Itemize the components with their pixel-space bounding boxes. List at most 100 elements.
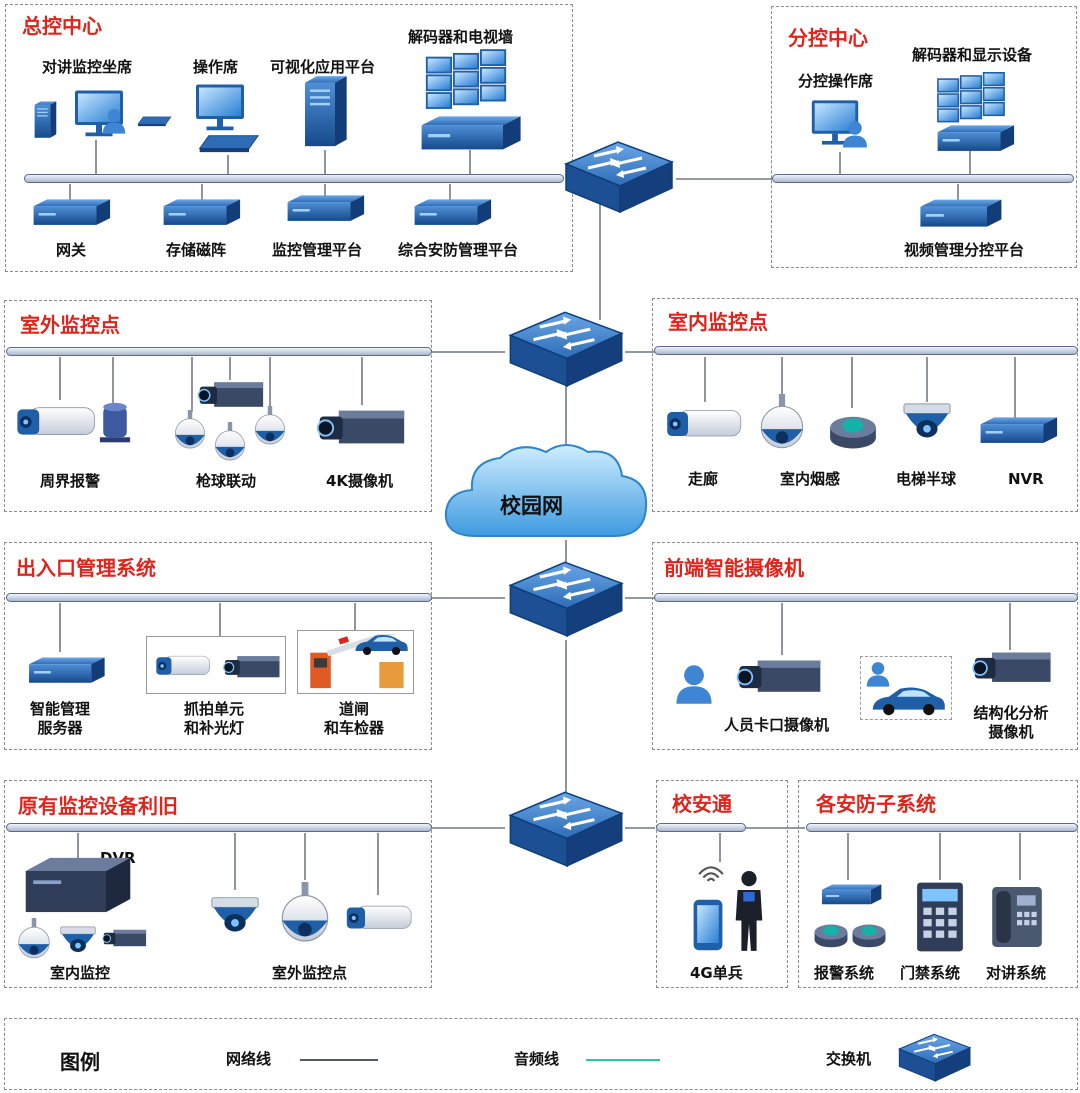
label-access: 门禁系统 — [900, 964, 961, 982]
campus-network-label: 校园网 — [500, 494, 563, 518]
label-person-cam: 人员卡口摄像机 — [724, 716, 830, 734]
label-elevator: 电梯半球 — [896, 470, 957, 488]
elevator-dome-icon — [898, 400, 956, 448]
indoor-bus — [654, 346, 1078, 355]
branch-control-title: 分控中心 — [788, 26, 868, 50]
label-nvr: NVR — [1008, 470, 1044, 488]
smart-camera-title: 前端智能摄像机 — [664, 556, 804, 580]
legend-switch-icon — [894, 1030, 974, 1084]
legacy-bus — [6, 823, 432, 832]
label-smoke: 室内烟感 — [780, 470, 841, 488]
label-indoor-monitor: 室内监控 — [50, 964, 111, 982]
decoder-icon — [414, 112, 526, 156]
switch-icon — [556, 136, 680, 216]
label-capture-unit: 抓拍单元 和补光灯 — [183, 700, 244, 737]
legend-switch-label: 交换机 — [826, 1050, 872, 1068]
label-monitor-platform: 监控管理平台 — [272, 241, 363, 259]
operator-monitor-icon — [188, 80, 252, 140]
4k-camera-icon — [312, 404, 408, 454]
entrance-bus — [6, 593, 432, 602]
keyboard-icon — [196, 132, 260, 154]
label-corridor: 走廊 — [688, 470, 719, 488]
label-decoder-display: 解码器和显示设备 — [912, 46, 1033, 64]
fill-light-camera-icon — [220, 650, 282, 686]
dome-camera-icon — [170, 410, 210, 454]
indoor-panel — [652, 298, 1078, 512]
label-storage: 存储磁阵 — [166, 241, 227, 259]
operator-person-icon — [100, 106, 128, 136]
label-alarm: 报警系统 — [814, 964, 875, 982]
campus-safe-panel — [656, 780, 788, 988]
video-wall-icon — [424, 48, 508, 112]
smart-camera-panel — [652, 542, 1078, 750]
legacy-dome-icon — [56, 924, 100, 960]
branch-decoder-icon — [930, 122, 1020, 156]
switch-icon — [500, 306, 630, 390]
branch-control-panel — [771, 6, 1077, 268]
perimeter-bullet-camera-icon — [14, 400, 98, 444]
label-intercom: 对讲系统 — [986, 964, 1047, 982]
legacy-panel — [4, 780, 432, 988]
scene-car-icon — [868, 684, 948, 716]
dome-camera-icon — [210, 422, 250, 466]
dome-camera-icon — [250, 406, 290, 450]
label-branch-operator: 分控操作席 — [798, 72, 874, 90]
label-gun-dome: 枪球联动 — [196, 472, 257, 490]
gateway-icon — [28, 196, 114, 230]
smart-bus — [654, 593, 1078, 602]
legend-network-label: 网络线 — [226, 1050, 272, 1068]
person-checkpoint-camera-icon — [732, 654, 824, 702]
label-mgmt-server: 智能管理 服务器 — [29, 700, 90, 737]
alarm-sensor-icon — [812, 918, 850, 950]
legend-title: 图例 — [60, 1050, 100, 1074]
legend-network-line — [300, 1059, 378, 1061]
legend-audio-line — [586, 1059, 660, 1061]
outdoor-title: 室外监控点 — [20, 313, 120, 337]
entrance-panel — [4, 542, 432, 750]
gate-car-icon — [352, 632, 410, 656]
alarm-sensor-icon — [850, 918, 888, 950]
microphone-icon — [136, 108, 172, 134]
branch-bus — [772, 174, 1074, 183]
label-operator-seat: 操作席 — [193, 58, 239, 76]
capture-camera-icon — [154, 646, 212, 686]
mobile-phone-icon — [690, 896, 726, 954]
switch-icon — [500, 786, 630, 870]
access-keypad-icon — [914, 880, 966, 954]
entrance-title: 出入口管理系统 — [16, 556, 156, 580]
outdoor-dome-icon — [206, 890, 264, 946]
label-gate: 道闸 和车检器 — [323, 700, 384, 737]
label-4k-camera: 4K摄像机 — [326, 472, 394, 490]
legend-audio-label: 音频线 — [514, 1050, 560, 1068]
outdoor-ptz-icon — [274, 882, 336, 950]
pc-tower-icon — [32, 100, 58, 140]
struct-analysis-camera-icon — [968, 646, 1054, 692]
perimeter-detector-icon — [98, 402, 132, 444]
storage-array-icon — [158, 196, 244, 230]
security-guard-icon — [730, 862, 768, 958]
label-security-platform: 综合安防管理平台 — [398, 241, 519, 259]
nvr-icon — [974, 414, 1062, 448]
label-gateway: 网关 — [56, 241, 87, 259]
label-4g-soldier: 4G单兵 — [690, 964, 743, 982]
outdoor-panel — [4, 300, 432, 512]
campus-safe-bus — [656, 823, 746, 832]
switch-icon — [500, 556, 630, 640]
dvr-icon — [22, 852, 134, 918]
branch-person-icon — [840, 118, 870, 150]
mgmt-server-icon — [24, 650, 108, 692]
legacy-box-camera-icon — [100, 924, 148, 954]
security-platform-icon — [404, 196, 500, 230]
label-video-branch-platform: 视频管理分控平台 — [904, 241, 1025, 259]
label-perimeter: 周界报警 — [40, 472, 101, 490]
branch-platform-icon — [908, 196, 1012, 232]
label-outdoor-monitor: 室外监控点 — [272, 964, 348, 982]
indoor-ptz-icon — [756, 394, 808, 456]
master-control-title: 总控中心 — [22, 14, 102, 38]
legacy-title: 原有监控设备利旧 — [18, 794, 178, 818]
legacy-ptz-icon — [14, 918, 54, 964]
person-icon — [672, 662, 716, 706]
wifi-signal-icon — [694, 862, 728, 888]
label-decoder-wall: 解码器和电视墙 — [408, 28, 514, 46]
